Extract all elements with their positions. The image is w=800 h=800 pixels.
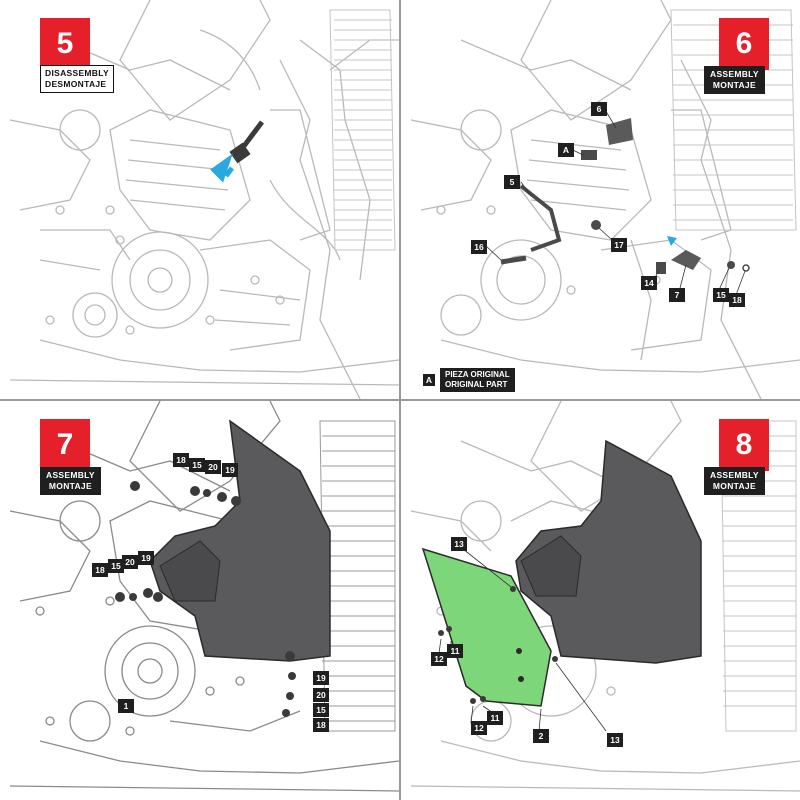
tag-line-2: MONTAJE: [712, 481, 756, 491]
part-label: 13: [451, 537, 467, 551]
part-label: 20: [205, 460, 221, 474]
part-label: 11: [447, 644, 463, 658]
part-label: 15: [713, 288, 729, 302]
radiator-cover-part: [515, 439, 702, 664]
step-tag: ASSEMBLY MONTAJE: [704, 66, 765, 94]
legend: A PIEZA ORIGINAL ORIGINAL PART: [423, 368, 515, 392]
step-tag: ASSEMBLY MONTAJE: [40, 467, 101, 495]
part-label: 5: [504, 175, 520, 189]
step-number: 5: [40, 18, 90, 70]
part-label: 18: [313, 718, 329, 732]
part-label: 18: [173, 453, 189, 467]
tag-line-1: ASSEMBLY: [710, 470, 759, 480]
tag-line-2: MONTAJE: [712, 80, 756, 90]
cover-inner-panel: [520, 535, 582, 597]
part-18: [742, 264, 750, 272]
step-number: 6: [719, 18, 769, 70]
part-label: 1: [118, 699, 134, 713]
part-label: 15: [189, 458, 205, 472]
part-label: 11: [487, 711, 503, 725]
step-number: 7: [40, 419, 90, 471]
part-label: 13: [607, 733, 623, 747]
part-label: 16: [471, 240, 487, 254]
step-tag: DISASSEMBLY DESMONTAJE: [40, 65, 114, 93]
bolt-16: [500, 255, 527, 265]
legend-key: A: [423, 374, 435, 386]
engine-drawing-step-8: [410, 401, 800, 792]
part-label: 18: [729, 293, 745, 307]
part-label: 7: [669, 288, 685, 302]
part-label: 12: [471, 721, 487, 735]
tag-line-1: ASSEMBLY: [46, 470, 95, 480]
bracket-part-5: [519, 184, 562, 252]
cover-inner-panel: [159, 540, 221, 602]
part-15: [727, 261, 735, 269]
part-label: 18: [92, 563, 108, 577]
part-6: [606, 118, 633, 145]
vertical-divider: [399, 0, 401, 800]
part-7: [671, 250, 701, 270]
part-17: [591, 220, 601, 230]
part-label: 19: [138, 551, 154, 565]
part-label: 19: [313, 671, 329, 685]
panel-step-8: 8 ASSEMBLY MONTAJE 13 11 12 11 12 2 13: [401, 401, 800, 800]
part-label: A: [558, 143, 574, 157]
engine-drawing-step-7: [9, 401, 399, 792]
green-guard-part: [421, 547, 552, 707]
engine-drawing-step-6: [410, 0, 800, 399]
panel-step-5: 5 DISASSEMBLY DESMONTAJE: [0, 0, 399, 399]
part-label: 12: [431, 652, 447, 666]
part-label: 15: [313, 703, 329, 717]
tag-line-2: MONTAJE: [48, 481, 92, 491]
engine-drawing-step-5: [9, 0, 399, 399]
part-label: 15: [108, 559, 124, 573]
bolt-icon: [229, 120, 264, 164]
part-label: 20: [122, 555, 138, 569]
bolts-group: [115, 481, 296, 717]
part-label: 17: [611, 238, 627, 252]
removal-arrow-icon: [210, 153, 234, 183]
tag-line-2: DESMONTAJE: [45, 79, 107, 89]
legend-text: PIEZA ORIGINAL ORIGINAL PART: [440, 368, 515, 392]
part-label: 6: [591, 102, 607, 116]
panel-step-7: 7 ASSEMBLY MONTAJE 18 15 20 19 20 19 18 …: [0, 401, 399, 800]
legend-line-1: PIEZA ORIGINAL: [445, 370, 510, 379]
step-tag: ASSEMBLY MONTAJE: [704, 467, 765, 495]
part-label: 14: [641, 276, 657, 290]
original-part-a: [581, 150, 597, 160]
legend-line-2: ORIGINAL PART: [445, 380, 508, 389]
assembly-arrow-icon: [667, 236, 677, 246]
part-label: 2: [533, 729, 549, 743]
hardware-group: [438, 586, 558, 704]
panel-step-6: 6 ASSEMBLY MONTAJE 6 A 5 16 17 14 7 15 1…: [401, 0, 800, 399]
part-label: 19: [222, 463, 238, 477]
part-14: [656, 262, 666, 274]
part-label: 20: [313, 688, 329, 702]
step-number: 8: [719, 419, 769, 471]
tag-line-1: ASSEMBLY: [710, 69, 759, 79]
tag-line-1: DISASSEMBLY: [45, 68, 109, 78]
